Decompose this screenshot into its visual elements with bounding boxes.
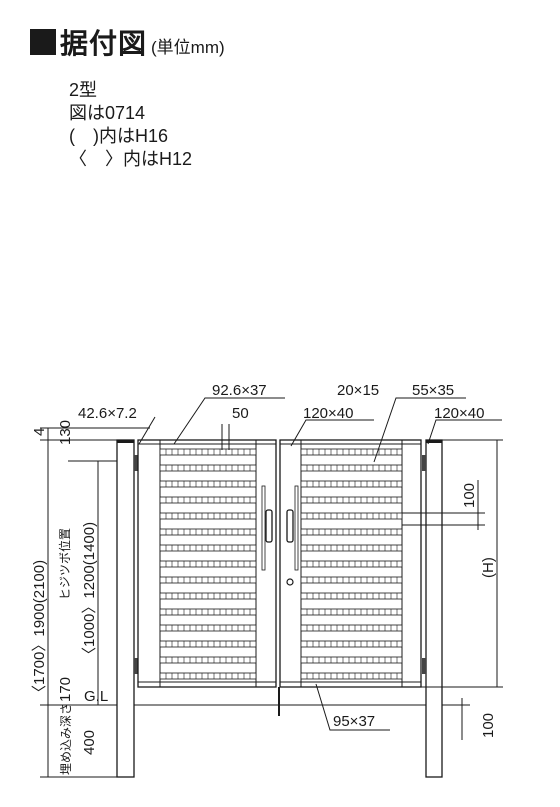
gate-right-slat bbox=[300, 640, 403, 648]
leader-frame-section bbox=[173, 397, 285, 445]
square-bullet-icon bbox=[30, 29, 56, 55]
label-top-margin: 130 bbox=[57, 420, 74, 445]
label-hinge-position: ヒジツボ位置 bbox=[57, 528, 72, 600]
post-right-cap bbox=[426, 440, 442, 443]
unit-note: (単位mm) bbox=[151, 37, 225, 57]
handle-left-grip bbox=[261, 485, 266, 571]
label-top-gap: 4 bbox=[31, 428, 48, 436]
title-text: 据付図 bbox=[60, 28, 148, 59]
note-drawing: 図は0714 bbox=[69, 103, 146, 123]
gate-right-slat bbox=[300, 512, 403, 520]
handle-right-grip bbox=[294, 485, 299, 571]
label-height-symbol: (H) bbox=[480, 557, 497, 578]
leader-post-left bbox=[290, 419, 374, 447]
note-h16: ( )内はH16 bbox=[69, 126, 169, 146]
gate-right-slat bbox=[300, 560, 403, 568]
label-slat: 20×15 bbox=[337, 382, 379, 399]
figure-title: 据付図 (単位mm) bbox=[30, 22, 225, 62]
label-post-left: 120×40 bbox=[303, 405, 353, 422]
label-ground-gap: 170 bbox=[57, 677, 74, 702]
leader-bottom-rail bbox=[315, 683, 390, 731]
gate-right-slat bbox=[300, 544, 403, 552]
post-right bbox=[425, 439, 443, 778]
label-ground-level: G.L bbox=[84, 688, 108, 705]
gate-right-slat bbox=[300, 672, 403, 680]
note-h12: 〈 〉内はH12 bbox=[69, 149, 193, 169]
label-hinge-offset: 100 bbox=[461, 483, 478, 508]
gate-right-slats bbox=[300, 448, 403, 680]
spec-notes: 2型 図は0714 ( )内はH16 〈 〉内はH12 bbox=[69, 79, 192, 171]
post-left-cap bbox=[117, 440, 134, 443]
handle-right bbox=[286, 509, 294, 543]
gate-right-slat bbox=[300, 656, 403, 664]
label-bottom-rail: 95×37 bbox=[333, 713, 375, 730]
gate-right-slat bbox=[300, 592, 403, 600]
gate-right-slat bbox=[300, 528, 403, 536]
gate-left-slats bbox=[159, 448, 257, 680]
gate-right-slat bbox=[300, 480, 403, 488]
post-left bbox=[116, 439, 135, 778]
gate-right-slat bbox=[300, 576, 403, 584]
label-stile: 55×35 bbox=[412, 382, 454, 399]
gate-right-slat bbox=[300, 624, 403, 632]
label-embed: 埋め込み深さ bbox=[59, 703, 73, 775]
label-pitch: 50 bbox=[232, 405, 249, 422]
label-post-right: 120×40 bbox=[434, 405, 484, 422]
label-post-section: 42.6×7.2 bbox=[78, 405, 137, 422]
label-gate-height: 〈1000〉1200(1400) bbox=[81, 522, 98, 662]
leader-post-section bbox=[138, 416, 156, 445]
handle-left bbox=[265, 509, 273, 543]
label-embed-depth: 400 bbox=[81, 730, 98, 755]
label-total-height: 〈1700〉1900(2100) bbox=[31, 560, 48, 700]
leader-slat bbox=[373, 397, 466, 463]
label-foundation: 100 bbox=[480, 713, 497, 738]
gate-right-slat bbox=[300, 496, 403, 504]
hinge-left-bottom bbox=[134, 658, 138, 674]
hinge-left-top bbox=[134, 455, 138, 471]
note-model: 2型 bbox=[69, 80, 98, 100]
label-frame-section: 92.6×37 bbox=[212, 382, 267, 399]
leader-post-right bbox=[427, 419, 502, 445]
gate-right-slat bbox=[300, 608, 403, 616]
keyhole-icon bbox=[286, 578, 294, 586]
hinge-right-bottom bbox=[422, 658, 426, 674]
gate-right-slat bbox=[300, 464, 403, 472]
hinge-right-top bbox=[422, 455, 426, 471]
gate-right-slat bbox=[300, 448, 403, 456]
